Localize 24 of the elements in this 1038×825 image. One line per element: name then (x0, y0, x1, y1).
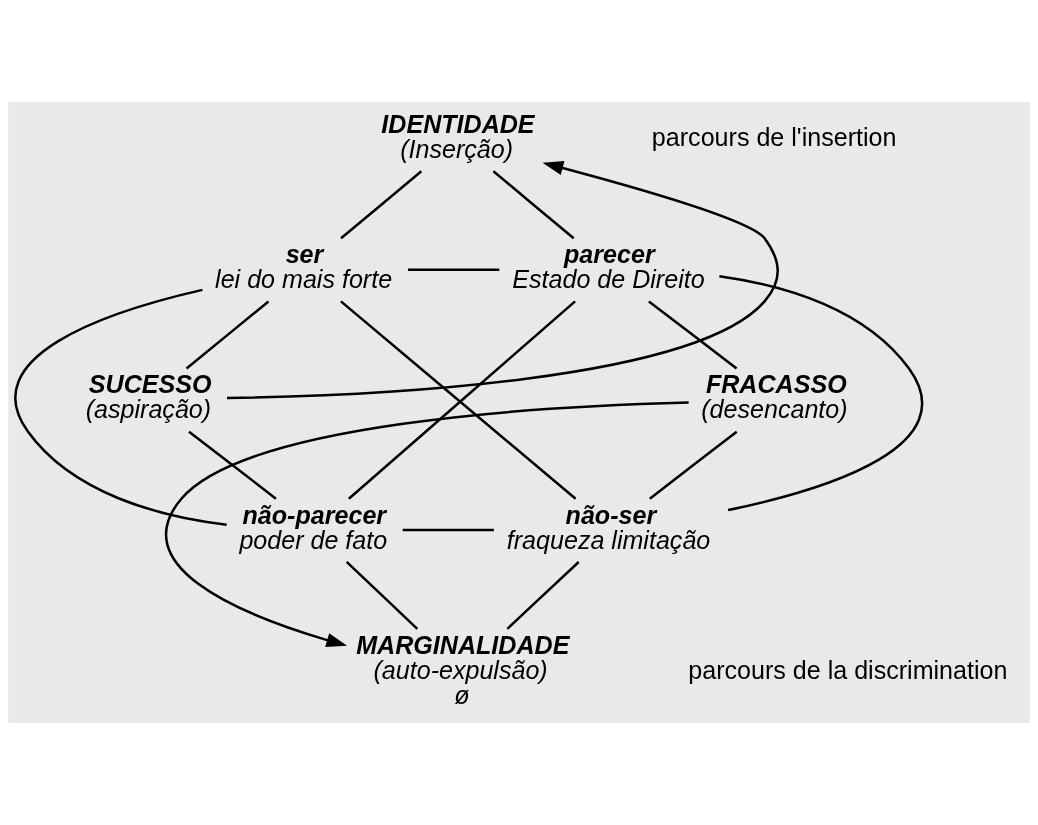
label: parcours de l'insertion (651, 122, 897, 151)
connector (402, 528, 494, 532)
node-text: não-parecer poder de fato (239, 500, 388, 554)
connector (648, 300, 738, 370)
connector (649, 430, 738, 500)
connector (345, 561, 419, 630)
node-text: MARGINALIDADE (auto-expulsão) ø (356, 630, 570, 709)
connector (506, 561, 580, 630)
node-text: ser lei do mais forte (215, 240, 393, 294)
connector (408, 268, 500, 272)
label: parcours de la discrimination (688, 655, 1008, 684)
node-text: não-ser fraqueza limitação (506, 500, 711, 554)
node-text: SUCESSO (aspiração) (85, 370, 212, 424)
connector (492, 170, 575, 240)
connector (185, 300, 270, 370)
node-text: FRACASSO (desencanto) (701, 370, 848, 424)
connector (719, 274, 923, 512)
connector (340, 170, 423, 240)
arrow (165, 401, 689, 648)
connector (14, 288, 227, 526)
connector (188, 430, 277, 500)
node-text: parecer Estado de Direito (512, 240, 705, 294)
node-text: IDENTIDADE (Inserção) (381, 110, 535, 164)
arrow (226, 160, 779, 400)
